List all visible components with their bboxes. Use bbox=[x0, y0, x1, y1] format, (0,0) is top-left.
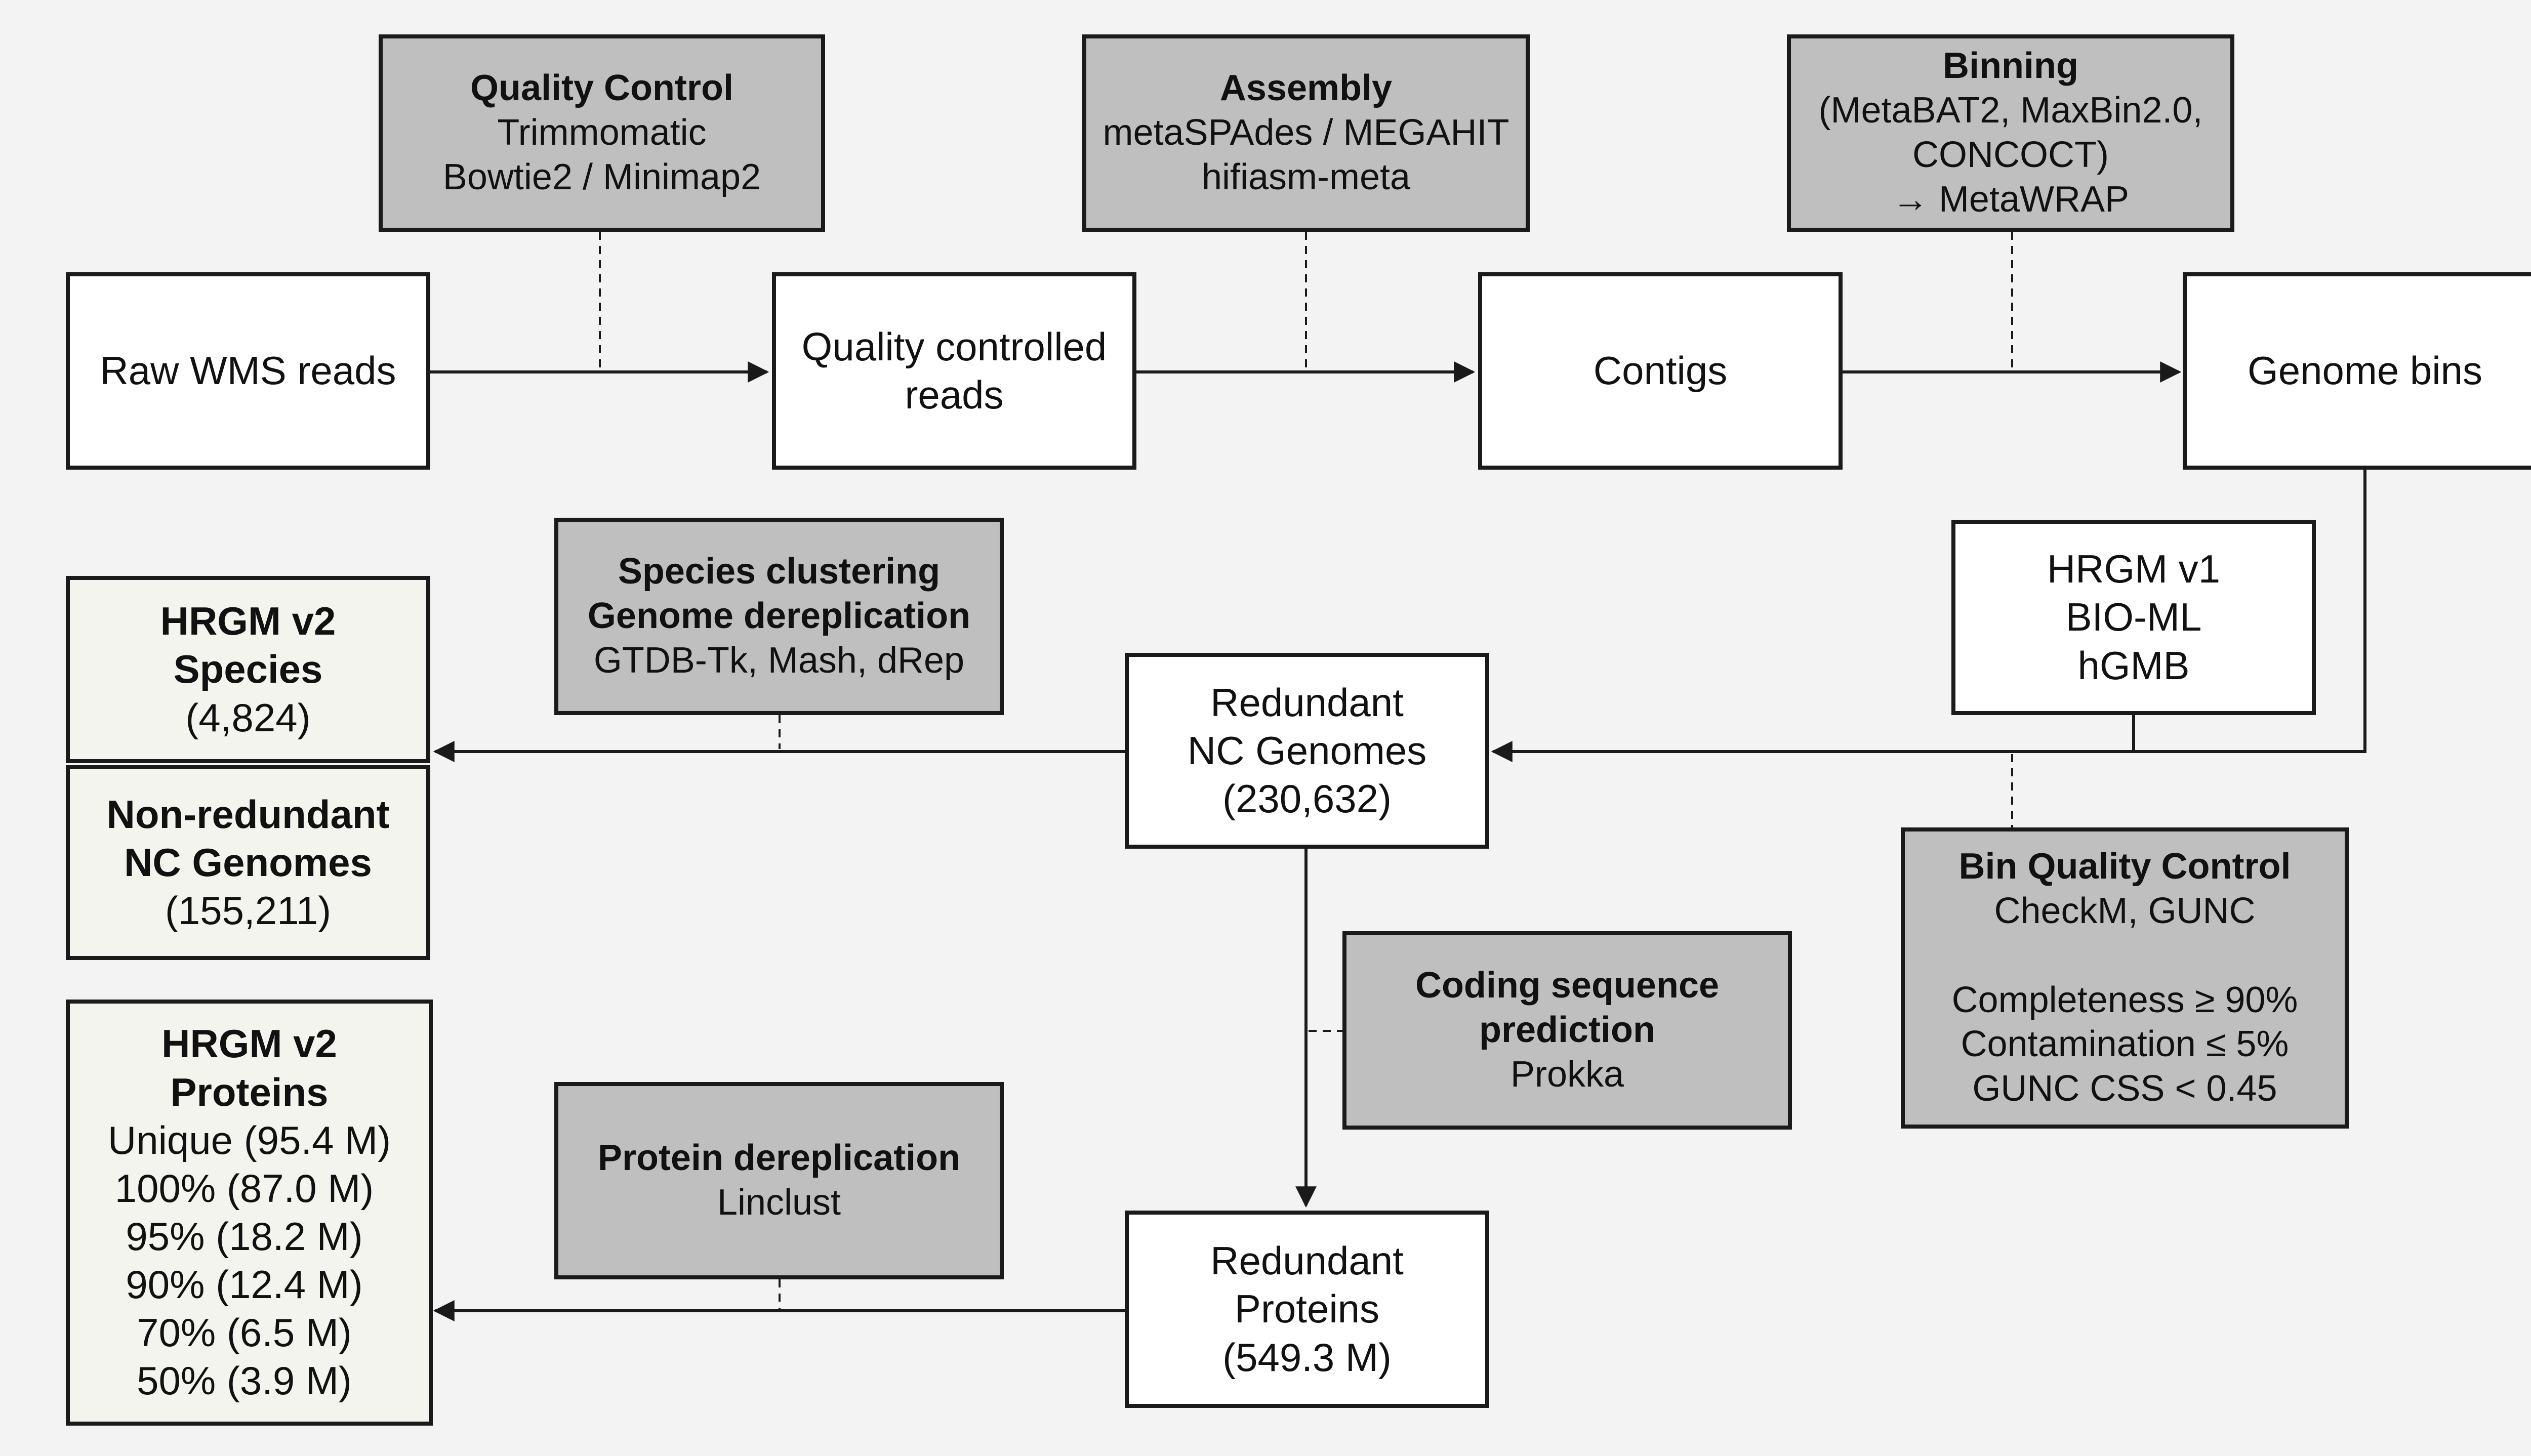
redundant-genomes-count: (230,632) bbox=[1222, 776, 1392, 821]
hrgm-proteins-line-1: HRGM v2 bbox=[161, 1021, 337, 1066]
arrow-bins-to-redundant-genomes bbox=[1491, 470, 2366, 762]
cds-title-2: prediction bbox=[1479, 1010, 1655, 1051]
hrgm-species-line-1: HRGM v2 bbox=[160, 599, 336, 644]
redundant-proteins-count: (549.3 M) bbox=[1222, 1335, 1392, 1380]
external-set-1: HRGM v1 bbox=[2047, 547, 2221, 592]
bin-qc-criterion-contamination: Contamination ≤ 5% bbox=[1961, 1024, 2289, 1065]
assembly-tool-2: hifiasm-meta bbox=[1201, 156, 1411, 197]
binning-tool-2: CONCOCT) bbox=[1912, 135, 2109, 175]
quality-control-step: Quality Control Trimmomatic Bowtie2 / Mi… bbox=[379, 34, 825, 232]
protein-cluster-50: 50% (3.9 M) bbox=[137, 1358, 352, 1403]
species-clustering-tool-1: GTDB-Tk, Mash, dRep bbox=[593, 640, 965, 681]
redundant-proteins-line-1: Redundant bbox=[1210, 1238, 1404, 1283]
hrgm-species-count: (4,824) bbox=[185, 695, 311, 740]
protein-derep-tool-1: Linclust bbox=[717, 1182, 841, 1223]
redundant-proteins-line-2: Proteins bbox=[1234, 1286, 1380, 1332]
bin-qc-title: Bin Quality Control bbox=[1958, 846, 2291, 887]
bin-qc-criterion-completeness: Completeness ≥ 90% bbox=[1951, 979, 2298, 1020]
bin-quality-control-step: Bin Quality Control CheckM, GUNC Complet… bbox=[1901, 827, 2349, 1129]
protein-cluster-95: 95% (18.2 M) bbox=[126, 1214, 363, 1259]
species-clustering-title-1: Species clustering bbox=[618, 551, 941, 592]
external-set-2: BIO-ML bbox=[2065, 595, 2202, 640]
qc-reads-line-1: Quality controlled bbox=[801, 324, 1107, 369]
redundant-proteins-node: Redundant Proteins (549.3 M) bbox=[1125, 1211, 1489, 1408]
nonredundant-genomes-line-1: Non-redundant bbox=[106, 792, 390, 837]
hrgm-species-line-2: Species bbox=[173, 647, 323, 692]
hrgm-proteins-line-2: Proteins bbox=[170, 1069, 329, 1114]
assembly-title: Assembly bbox=[1219, 68, 1393, 109]
redundant-genomes-node: Redundant NC Genomes (230,632) bbox=[1125, 653, 1489, 849]
cds-title-1: Coding sequence bbox=[1415, 965, 1720, 1006]
raw-reads-label: Raw WMS reads bbox=[100, 348, 396, 393]
quality-control-title: Quality Control bbox=[470, 68, 733, 109]
species-clustering-step: Species clustering Genome dereplication … bbox=[554, 518, 1004, 715]
binning-tool-3: → MetaWRAP bbox=[1892, 179, 2130, 220]
binning-tool-1: (MetaBAT2, MaxBin2.0, bbox=[1818, 90, 2203, 131]
protein-cluster-90: 90% (12.4 M) bbox=[126, 1262, 363, 1307]
redundant-genomes-line-2: NC Genomes bbox=[1187, 728, 1427, 773]
contigs-label: Contigs bbox=[1593, 348, 1728, 393]
genome-bins-node: Genome bins bbox=[2183, 272, 2531, 470]
nonredundant-genomes-line-2: NC Genomes bbox=[124, 840, 372, 885]
quality-control-tool-1: Trimmomatic bbox=[497, 112, 707, 153]
protein-cluster-unique: Unique (95.4 M) bbox=[107, 1117, 391, 1162]
genome-bins-label: Genome bins bbox=[2248, 348, 2482, 393]
nonredundant-genomes-node: Non-redundant NC Genomes (155,211) bbox=[66, 765, 430, 960]
external-sets-node: HRGM v1 BIO-ML hGMB bbox=[1951, 520, 2316, 715]
external-set-3: hGMB bbox=[2077, 643, 2190, 688]
contigs-node: Contigs bbox=[1478, 272, 1843, 470]
qc-reads-line-2: reads bbox=[905, 372, 1004, 417]
coding-sequence-prediction-step: Coding sequence prediction Prokka bbox=[1342, 931, 1792, 1130]
bin-qc-tool-1: CheckM, GUNC bbox=[1994, 890, 2256, 931]
protein-cluster-100: 100% (87.0 M) bbox=[114, 1166, 374, 1211]
redundant-genomes-line-1: Redundant bbox=[1210, 680, 1404, 725]
protein-derep-title: Protein dereplication bbox=[597, 1138, 961, 1179]
quality-control-tool-2: Bowtie2 / Minimap2 bbox=[442, 156, 761, 197]
raw-reads-node: Raw WMS reads bbox=[66, 272, 430, 470]
qc-reads-node: Quality controlled reads bbox=[772, 272, 1136, 470]
species-clustering-title-2: Genome dereplication bbox=[587, 596, 971, 637]
assembly-tool-1: metaSPAdes / MEGAHIT bbox=[1103, 112, 1509, 153]
assembly-step: Assembly metaSPAdes / MEGAHIT hifiasm-me… bbox=[1082, 34, 1530, 232]
cds-tool-1: Prokka bbox=[1510, 1054, 1624, 1095]
binning-title: Binning bbox=[1943, 46, 2078, 87]
nonredundant-genomes-count: (155,211) bbox=[165, 888, 332, 933]
binning-step: Binning (MetaBAT2, MaxBin2.0, CONCOCT) →… bbox=[1787, 34, 2234, 232]
hrgm-proteins-node: HRGM v2 Proteins Unique (95.4 M) 100% (8… bbox=[66, 1000, 433, 1426]
bin-qc-criterion-gunc: GUNC CSS < 0.45 bbox=[1972, 1068, 2277, 1109]
protein-cluster-70: 70% (6.5 M) bbox=[137, 1310, 352, 1355]
hrgm-species-node: HRGM v2 Species (4,824) bbox=[66, 576, 430, 763]
protein-dereplication-step: Protein dereplication Linclust bbox=[554, 1082, 1004, 1279]
